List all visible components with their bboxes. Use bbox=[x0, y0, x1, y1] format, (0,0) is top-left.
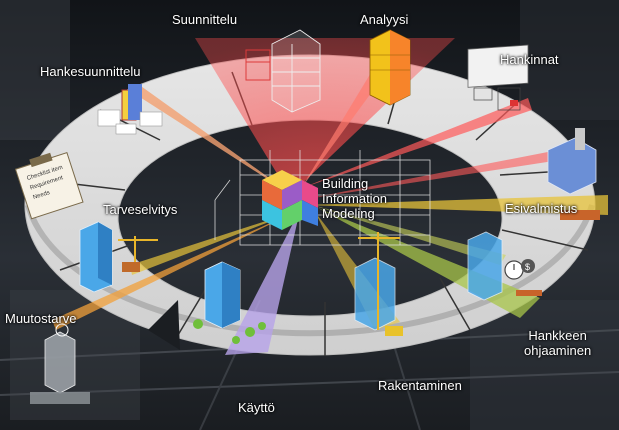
label-esivalmistus: Esivalmistus bbox=[505, 201, 578, 216]
beam-kaytto bbox=[225, 210, 300, 355]
beam-tarveselvitys bbox=[130, 210, 300, 275]
beam-muutostarve bbox=[52, 212, 295, 330]
label-kaytto: Käyttö bbox=[238, 400, 275, 415]
label-suunnittelu: Suunnittelu bbox=[172, 12, 238, 27]
ring-arrow-notch bbox=[148, 300, 180, 350]
label-hankesuunnittelu: Hankesuunnittelu bbox=[40, 64, 141, 79]
label-hankkeen-line-2: ohjaaminen bbox=[524, 343, 592, 358]
kaytto-building-icon bbox=[193, 261, 266, 344]
tarveselvitys-building-icon bbox=[79, 221, 158, 293]
label-hankkeen-ohjaaminen: Hankkeen ohjaaminen bbox=[524, 328, 591, 358]
svg-text:$: $ bbox=[525, 262, 530, 272]
label-hankkeen-line-1: Hankkeen bbox=[528, 328, 587, 343]
clipboard-line-3: Needs bbox=[32, 190, 50, 201]
hankesuunnittelu-buildings-icon bbox=[97, 84, 163, 135]
suunnittelu-plan-icon bbox=[245, 49, 271, 81]
center-title-line-1: Building bbox=[322, 176, 369, 191]
center-title-line-3: Modeling bbox=[322, 206, 375, 221]
hankkeen-ohjaaminen-tower-icon: $ bbox=[467, 231, 542, 301]
ring-edge bbox=[25, 204, 595, 337]
suunnittelu-tower-icon bbox=[271, 29, 321, 113]
label-hankinnat: Hankinnat bbox=[500, 52, 559, 67]
label-rakentaminen: Rakentaminen bbox=[378, 378, 462, 393]
label-tarveselvitys: Tarveselvitys bbox=[103, 202, 178, 217]
muutostarve-deconstruction-icon bbox=[30, 323, 90, 404]
beam-esivalmistus bbox=[305, 195, 608, 215]
rakentaminen-construction-icon bbox=[354, 232, 403, 336]
label-muutostarve: Muutostarve bbox=[5, 311, 77, 326]
dollar-icon bbox=[521, 259, 535, 273]
clipboard-icon: Checklist item Requirement Needs bbox=[14, 151, 84, 220]
beam-hankinnat bbox=[302, 98, 532, 188]
analyysi-tower-icon bbox=[369, 29, 411, 106]
center-title-line-2: Information bbox=[322, 191, 388, 206]
label-analyysi: Analyysi bbox=[360, 12, 409, 27]
hankinnat-floorplan-icon bbox=[467, 44, 529, 111]
esivalmistus-factory-icon bbox=[547, 128, 600, 220]
center-title: Building Information Modeling bbox=[322, 176, 387, 221]
bim-cube-icon bbox=[262, 170, 318, 230]
beam-hankesuunnittelu bbox=[132, 84, 300, 200]
